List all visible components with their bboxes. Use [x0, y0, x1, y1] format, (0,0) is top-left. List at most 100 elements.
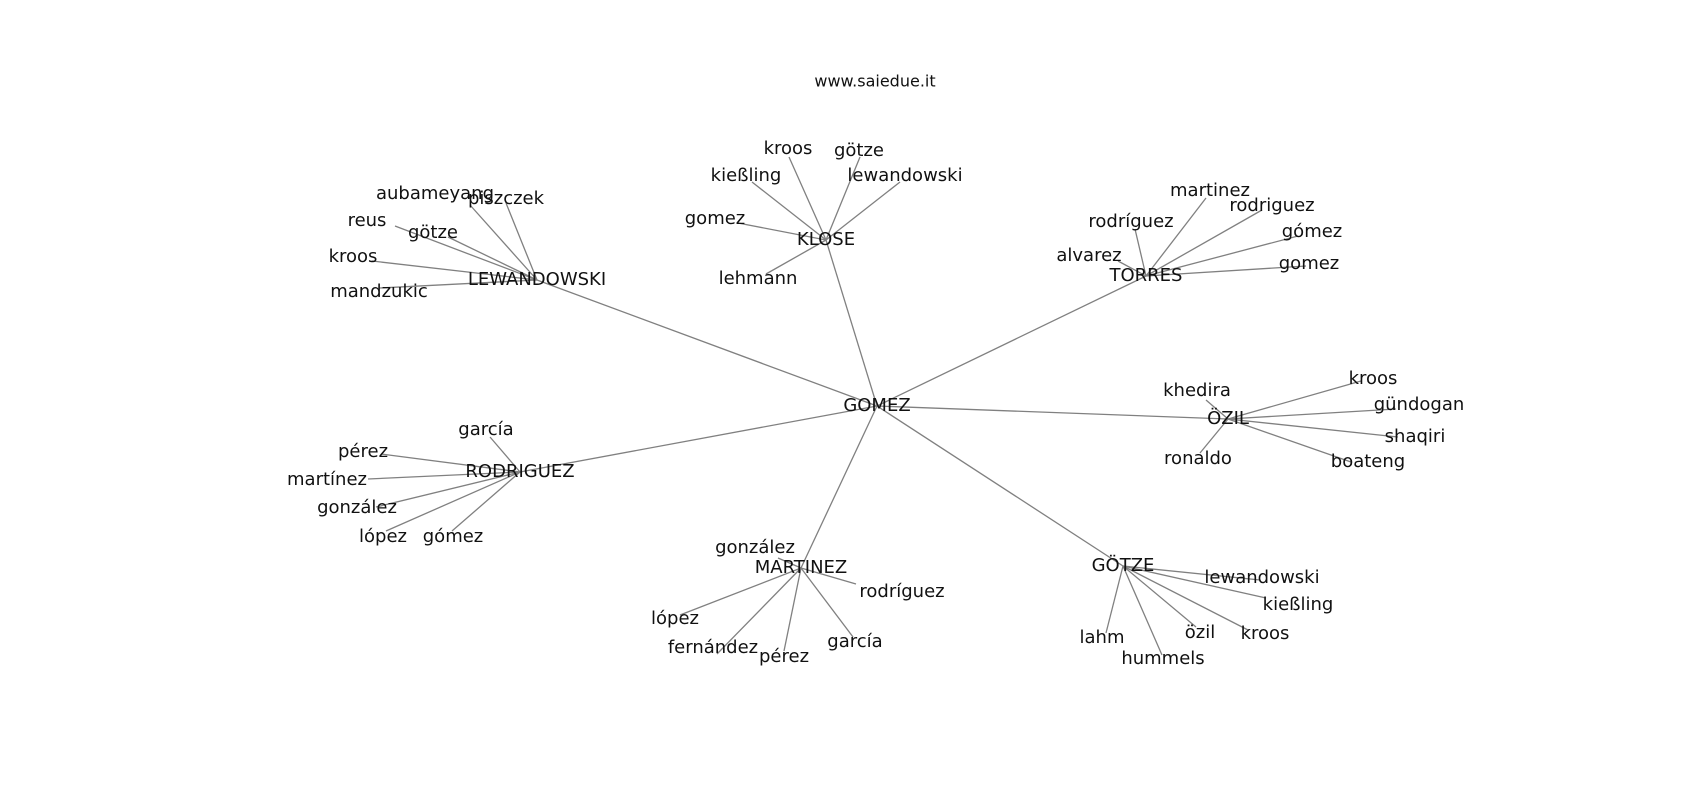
edge-hub-to-leaf	[1227, 380, 1362, 420]
edge-hub-to-leaf	[394, 225, 538, 281]
leaf-node-label: kroos	[764, 138, 813, 159]
leaf-node-label: lópez	[359, 526, 407, 547]
watermark-text: www.saiedue.it	[814, 72, 935, 91]
hub-node-label: TORRES	[1109, 265, 1183, 286]
hub-node-label: RODRIGUEZ	[465, 461, 574, 482]
leaf-node-label: gómez	[1282, 221, 1343, 242]
leaf-node-label: garcía	[827, 631, 882, 652]
edge-hub-to-leaf	[505, 202, 538, 281]
leaf-node-label: hummels	[1121, 648, 1204, 669]
leaf-node-label: lahm	[1080, 627, 1125, 648]
leaf-node-label: mandzukic	[330, 281, 428, 302]
edge-center-to-hub	[876, 405, 1229, 420]
edge-hub-to-leaf	[1122, 565, 1249, 631]
edge-hub-to-leaf	[1145, 235, 1299, 277]
edge-center-to-hub	[800, 405, 878, 569]
leaf-node-label: ronaldo	[1164, 448, 1232, 469]
edge-hub-to-leaf	[469, 204, 538, 281]
leaf-node-label: rodriguez	[1229, 195, 1314, 216]
leaf-node-label: gómez	[423, 526, 484, 547]
leaf-node-label: gündogan	[1374, 394, 1465, 415]
hub-node-label: GÖTZE	[1092, 554, 1155, 576]
edge-hub-to-leaf	[1227, 418, 1352, 463]
hub-node-label: KLOSE	[797, 229, 855, 250]
edge-center-to-hub	[876, 405, 1124, 567]
labels-layer: GOMEZLEWANDOWSKIaubameyangpiszczekreusgö…	[287, 138, 1464, 669]
leaf-node-label: kroos	[329, 246, 378, 267]
edge-hub-to-leaf	[447, 236, 538, 281]
edges-layer	[367, 156, 1399, 656]
leaf-node-label: garcía	[458, 419, 513, 440]
leaf-node-label: piszczek	[468, 188, 545, 209]
leaf-node-label: fernández	[668, 637, 758, 658]
leaf-node-label: rodríguez	[859, 581, 944, 602]
edge-hub-to-leaf	[367, 471, 521, 480]
leaf-node-label: shaqiri	[1385, 426, 1446, 447]
leaf-node-label: pérez	[338, 441, 388, 462]
edge-hub-to-leaf	[379, 279, 538, 289]
edge-hub-to-leaf	[489, 436, 521, 473]
edge-hub-to-leaf	[751, 181, 827, 241]
leaf-node-label: kroos	[1349, 368, 1398, 389]
edge-hub-to-leaf	[1122, 565, 1197, 628]
leaf-node-label: kießling	[711, 165, 782, 186]
leaf-node-label: özil	[1185, 622, 1215, 643]
leaf-node-label: kroos	[1241, 623, 1290, 644]
leaf-node-label: lehmann	[719, 268, 798, 289]
edge-hub-to-leaf	[825, 181, 901, 241]
edge-center-to-hub	[519, 405, 878, 473]
edge-hub-to-leaf	[385, 471, 521, 532]
leaf-node-label: boateng	[1331, 451, 1405, 472]
edge-hub-to-leaf	[825, 156, 861, 241]
edge-hub-to-leaf	[765, 239, 827, 275]
leaf-node-label: pérez	[759, 646, 809, 667]
leaf-node-label: lópez	[651, 608, 699, 629]
leaf-node-label: aubameyang	[376, 183, 494, 204]
edge-hub-to-leaf	[737, 222, 827, 241]
edge-center-to-hub	[536, 279, 878, 407]
hub-node-label: MARTINEZ	[755, 557, 848, 578]
leaf-node-label: gomez	[685, 208, 746, 229]
center-node-label: GOMEZ	[843, 395, 910, 416]
edge-hub-to-leaf	[375, 471, 521, 508]
leaf-node-label: martínez	[287, 469, 367, 490]
edge-hub-to-leaf	[679, 567, 802, 616]
edge-hub-to-leaf	[1122, 565, 1267, 599]
edge-hub-to-leaf	[800, 567, 857, 585]
leaf-node-label: rodríguez	[1088, 211, 1173, 232]
edge-hub-to-leaf	[800, 567, 854, 638]
leaf-node-label: gonzález	[715, 537, 795, 558]
edge-hub-to-leaf	[1205, 399, 1229, 420]
edge-hub-to-leaf	[716, 567, 802, 655]
edge-hub-to-leaf	[788, 156, 827, 241]
leaf-node-label: kießling	[1263, 594, 1334, 615]
edge-hub-to-leaf	[1122, 565, 1163, 656]
edge-hub-to-leaf	[371, 260, 538, 281]
edge-hub-to-leaf	[1145, 209, 1263, 277]
edge-hub-to-leaf	[1227, 418, 1399, 438]
leaf-node-label: lewandowski	[847, 165, 962, 186]
edge-hub-to-leaf	[777, 557, 802, 569]
leaf-node-label: reus	[348, 210, 387, 231]
edge-hub-to-leaf	[1227, 408, 1397, 420]
edge-hub-to-leaf	[451, 471, 521, 532]
leaf-node-label: martinez	[1170, 180, 1250, 201]
leaf-node-label: gomez	[1279, 253, 1340, 274]
edge-hub-to-leaf	[1122, 565, 1261, 581]
leaf-node-label: lewandowski	[1204, 567, 1319, 588]
edge-hub-to-leaf	[1105, 565, 1124, 634]
leaf-node-label: götze	[408, 222, 458, 243]
leaf-node-label: götze	[834, 140, 884, 161]
edge-hub-to-leaf	[380, 453, 521, 473]
edge-hub-to-leaf	[1134, 228, 1147, 277]
edge-center-to-hub	[825, 239, 878, 407]
edge-center-to-hub	[876, 275, 1147, 407]
hub-node-label: LEWANDOWSKI	[468, 269, 606, 290]
edge-hub-to-leaf	[783, 567, 802, 652]
edge-hub-to-leaf	[1199, 418, 1229, 454]
leaf-node-label: alvarez	[1056, 245, 1121, 266]
leaf-node-label: gonzález	[317, 497, 397, 518]
hub-node-label: ÖZIL	[1207, 407, 1249, 429]
leaf-node-label: khedira	[1163, 380, 1231, 401]
